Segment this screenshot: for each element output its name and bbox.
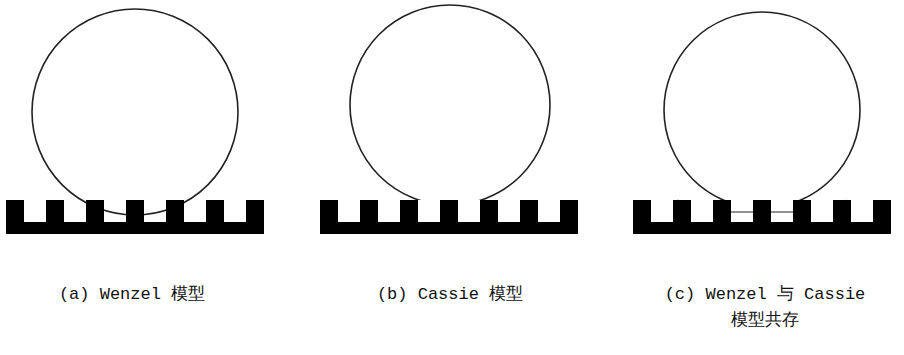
surface-pillar (320, 200, 338, 223)
surface-base (320, 222, 578, 234)
droplet-outline (350, 5, 550, 200)
figure-caption: (c) Wenzel 与 Cassie 模型共存 (654, 282, 876, 335)
surface-pillar (480, 200, 498, 223)
surface-pillar (833, 200, 851, 223)
surface-pillar (166, 200, 184, 223)
surface-pillar (753, 200, 771, 223)
surface-pillar (633, 200, 651, 223)
surface-base (633, 222, 891, 234)
surface-pillar (206, 200, 224, 223)
surface-pillar (46, 200, 64, 223)
figure-caption: (a) Wenzel 模型 (12, 282, 252, 308)
surface-base (6, 222, 264, 234)
rough-surface (320, 200, 578, 234)
surface-pillar (440, 200, 458, 223)
droplet-outline (664, 12, 860, 200)
surface-pillar (360, 200, 378, 223)
rough-surface (6, 200, 264, 234)
droplet-outline (32, 9, 238, 215)
figure-caption: (b) Cassie 模型 (330, 282, 570, 308)
surface-pillar (400, 200, 418, 223)
surface-pillar (560, 200, 578, 223)
surface-pillar (873, 200, 891, 223)
surface-pillar (793, 200, 811, 223)
surface-pillar (520, 200, 538, 223)
surface-pillar (126, 200, 144, 223)
surface-pillar (6, 200, 24, 223)
surface-pillar (713, 200, 731, 223)
rough-surface (633, 200, 891, 234)
surface-pillar (86, 200, 104, 223)
surface-pillar (673, 200, 691, 223)
surface-pillar (246, 200, 264, 223)
